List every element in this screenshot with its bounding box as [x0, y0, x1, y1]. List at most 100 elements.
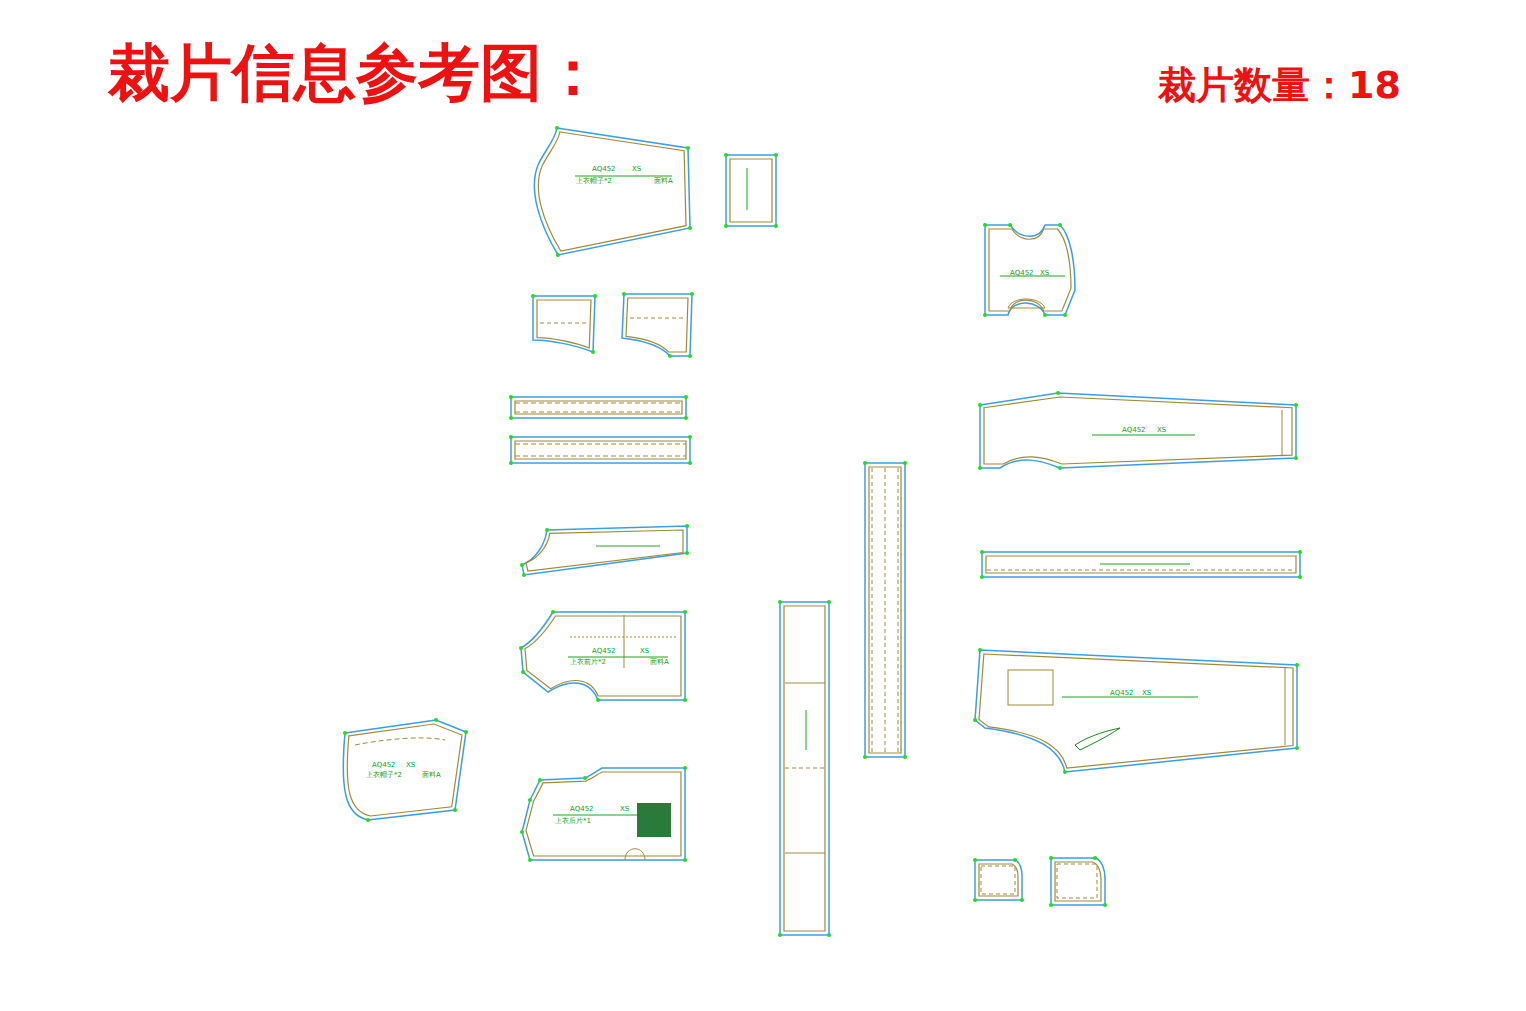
grade-point: [983, 313, 987, 317]
grade-point: [683, 766, 687, 770]
grade-point: [774, 224, 778, 228]
grade-point: [509, 395, 513, 399]
grade-point: [690, 292, 694, 296]
piece-label: 面料A: [650, 659, 669, 666]
piece-label: 上衣帽子*2: [576, 178, 612, 185]
grade-point: [685, 524, 689, 528]
seam-line: [979, 864, 1018, 896]
piece-label: XS: [1040, 270, 1049, 277]
grade-point: [531, 294, 535, 298]
grade-point: [622, 292, 626, 296]
piece-outline: [975, 860, 1022, 900]
grade-point: [980, 550, 984, 554]
grade-point: [591, 350, 595, 354]
grade-point: [688, 354, 692, 358]
grade-point: [1295, 746, 1299, 750]
grade-point: [509, 416, 513, 420]
piece-outline: [533, 296, 595, 352]
seam-line: [626, 298, 688, 352]
piece-outline: [511, 437, 690, 463]
grade-point: [668, 354, 672, 358]
grade-point: [724, 153, 728, 157]
grade-point: [1049, 856, 1053, 860]
piece-outline: [522, 768, 685, 860]
grade-point: [688, 226, 692, 230]
piece-label: XS: [1142, 690, 1151, 697]
piece-outline: [726, 155, 776, 226]
grade-point: [343, 731, 347, 735]
seam-line: [1055, 862, 1101, 901]
grade-point: [366, 818, 370, 822]
grade-point: [522, 573, 526, 577]
grade-point: [983, 223, 987, 227]
grade-point: [1298, 550, 1302, 554]
grade-point: [583, 776, 587, 780]
grade-point: [1058, 466, 1062, 470]
grade-point: [1020, 898, 1024, 902]
grade-point: [973, 718, 977, 722]
seam-line: [869, 467, 901, 753]
piece-outline: [622, 294, 692, 356]
seam-line: [979, 654, 1293, 768]
piece-outline: [780, 602, 829, 935]
grade-point: [973, 898, 977, 902]
grade-point: [1056, 391, 1060, 395]
piece-label: 上衣前片*2: [570, 659, 606, 666]
grade-point: [1294, 403, 1298, 407]
grade-point: [980, 575, 984, 579]
grade-point: [1008, 223, 1012, 227]
grade-point: [903, 461, 907, 465]
grade-point: [509, 461, 513, 465]
grade-point: [528, 798, 532, 802]
grade-point: [538, 778, 542, 782]
grade-point: [827, 933, 831, 937]
grade-point: [521, 670, 525, 674]
grade-point: [1013, 858, 1017, 862]
piece-outline: [534, 128, 690, 255]
seam-line: [730, 159, 772, 222]
grade-point: [686, 146, 690, 150]
grade-point: [1049, 903, 1053, 907]
piece-count: 裁片数量：18: [1158, 66, 1401, 104]
piece-label: AQ452: [1110, 690, 1134, 697]
piece-label: 面料A: [422, 772, 441, 779]
grade-point: [1063, 770, 1067, 774]
seam-line: [986, 556, 1296, 573]
piece-label: AQ452: [592, 166, 616, 173]
piece-label: XS: [620, 806, 629, 813]
piece-label: 上衣帽子*2: [366, 772, 402, 779]
piece-label: 面料A: [654, 178, 673, 185]
grade-point: [863, 461, 867, 465]
grade-point: [778, 600, 782, 604]
piece-outline: [521, 612, 685, 700]
grade-point: [1295, 663, 1299, 667]
page-title: 裁片信息参考图：: [108, 42, 604, 104]
grade-point: [724, 224, 728, 228]
grade-point: [684, 416, 688, 420]
seam-line: [526, 530, 683, 571]
piece-label: XS: [632, 166, 641, 173]
grade-point: [903, 755, 907, 759]
grade-point: [973, 858, 977, 862]
grade-point: [545, 528, 549, 532]
piece-outline: [982, 552, 1300, 577]
piece-label: XS: [406, 762, 415, 769]
piece-label: AQ452: [1010, 270, 1034, 277]
seam-line: [989, 229, 1071, 311]
seam-line: [984, 397, 1292, 464]
piece-label: AQ452: [592, 648, 616, 655]
grade-point: [688, 435, 692, 439]
grade-point: [683, 858, 687, 862]
grade-point: [778, 933, 782, 937]
grade-point: [434, 718, 438, 722]
seam-line: [515, 401, 682, 414]
piece-outline: [865, 463, 905, 757]
grade-point: [827, 600, 831, 604]
piece-label: AQ452: [570, 806, 594, 813]
grade-point: [688, 461, 692, 465]
grade-point: [464, 730, 468, 734]
grade-point: [519, 646, 523, 650]
seam-line: [347, 724, 462, 816]
grade-point: [556, 253, 560, 257]
